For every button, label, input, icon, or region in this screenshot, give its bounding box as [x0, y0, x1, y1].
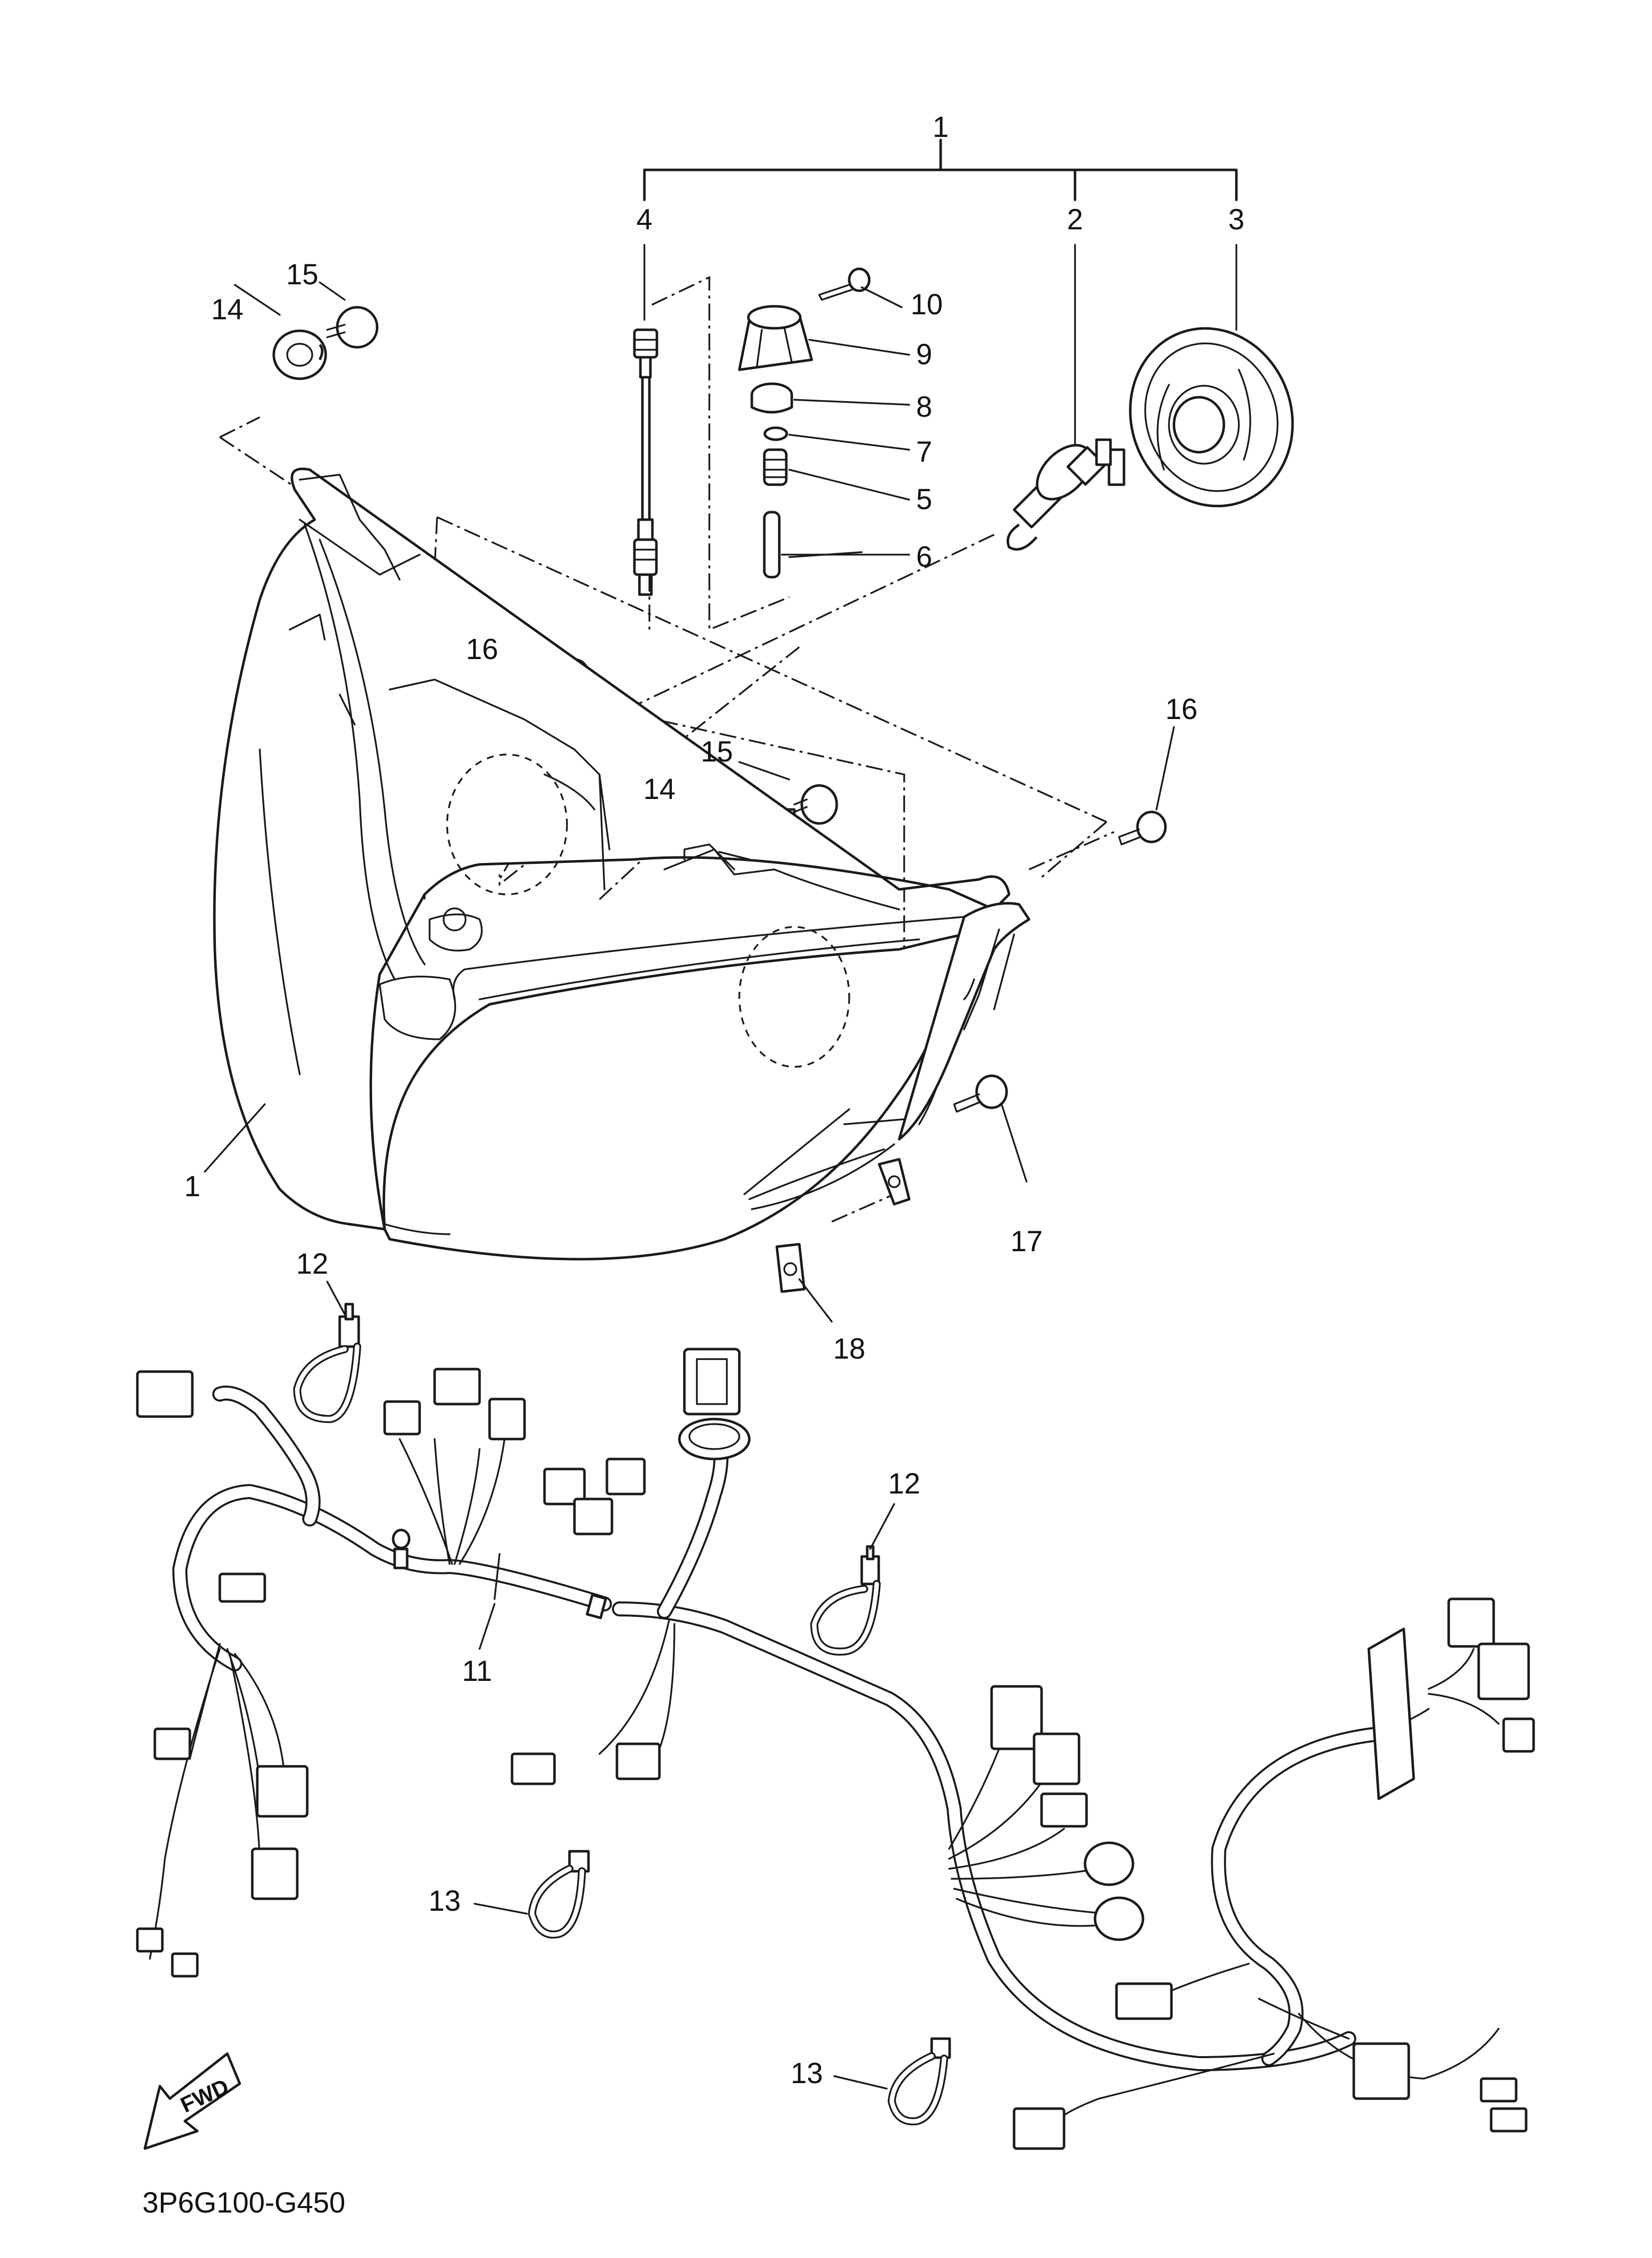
- screw-16-right: [1118, 726, 1175, 845]
- headlight-housing: [213, 467, 1031, 1261]
- callout-leaders: [204, 286, 910, 1173]
- headlight-socket: [678, 1348, 751, 1461]
- nut-18: [775, 1243, 833, 1323]
- callout-3: 3: [1228, 203, 1245, 236]
- callout-5: 5: [916, 483, 933, 516]
- callout-13-upper: 13: [428, 1885, 461, 1917]
- callout-1-top: 1: [932, 111, 949, 143]
- callout-9: 9: [916, 338, 933, 371]
- bulb: [1007, 438, 1125, 551]
- fwd-arrow: [143, 2052, 241, 2150]
- callout-6: 6: [916, 541, 933, 573]
- reflector-unit: [1129, 327, 1294, 508]
- connector-topleft: [136, 1370, 194, 1418]
- band-13-upper: [474, 1850, 590, 1939]
- callout-14-center: 14: [643, 773, 676, 805]
- callout-8: 8: [916, 391, 933, 423]
- callout-16-right: 16: [1165, 693, 1198, 726]
- adjuster-cable: [633, 328, 658, 596]
- callout-12-lower: 12: [888, 1468, 921, 1500]
- callout-17: 17: [1010, 1225, 1043, 1258]
- callout-10: 10: [910, 288, 943, 321]
- callout-11: 11: [462, 1655, 493, 1687]
- callout-4: 4: [636, 203, 653, 236]
- screw-17: [953, 1074, 1028, 1183]
- clamp-12-lower: [810, 1503, 895, 1656]
- grommet-screw-top: [234, 281, 379, 380]
- callout-15-center: 15: [700, 736, 733, 768]
- callout-18: 18: [833, 1333, 866, 1365]
- callout-7: 7: [916, 436, 933, 468]
- callout-12-upper: 12: [296, 1248, 329, 1280]
- callout-14-top: 14: [211, 293, 244, 326]
- callout-13-lower: 13: [790, 2057, 823, 2090]
- assembly-bracket: [643, 138, 1238, 451]
- leader-11: [479, 1603, 496, 1650]
- wire-harness: [136, 1348, 1535, 2150]
- callout-1-lens: 1: [184, 1170, 201, 1203]
- adjuster-stack: [738, 267, 871, 579]
- callout-15-top: 15: [286, 258, 319, 291]
- callout-2: 2: [1067, 203, 1084, 236]
- diagram-code: 3P6G100-G450: [142, 2187, 346, 2219]
- callout-16-left: 16: [466, 633, 499, 666]
- band-13-lower: [833, 2037, 951, 2126]
- clamp-12-upper: [293, 1281, 361, 1424]
